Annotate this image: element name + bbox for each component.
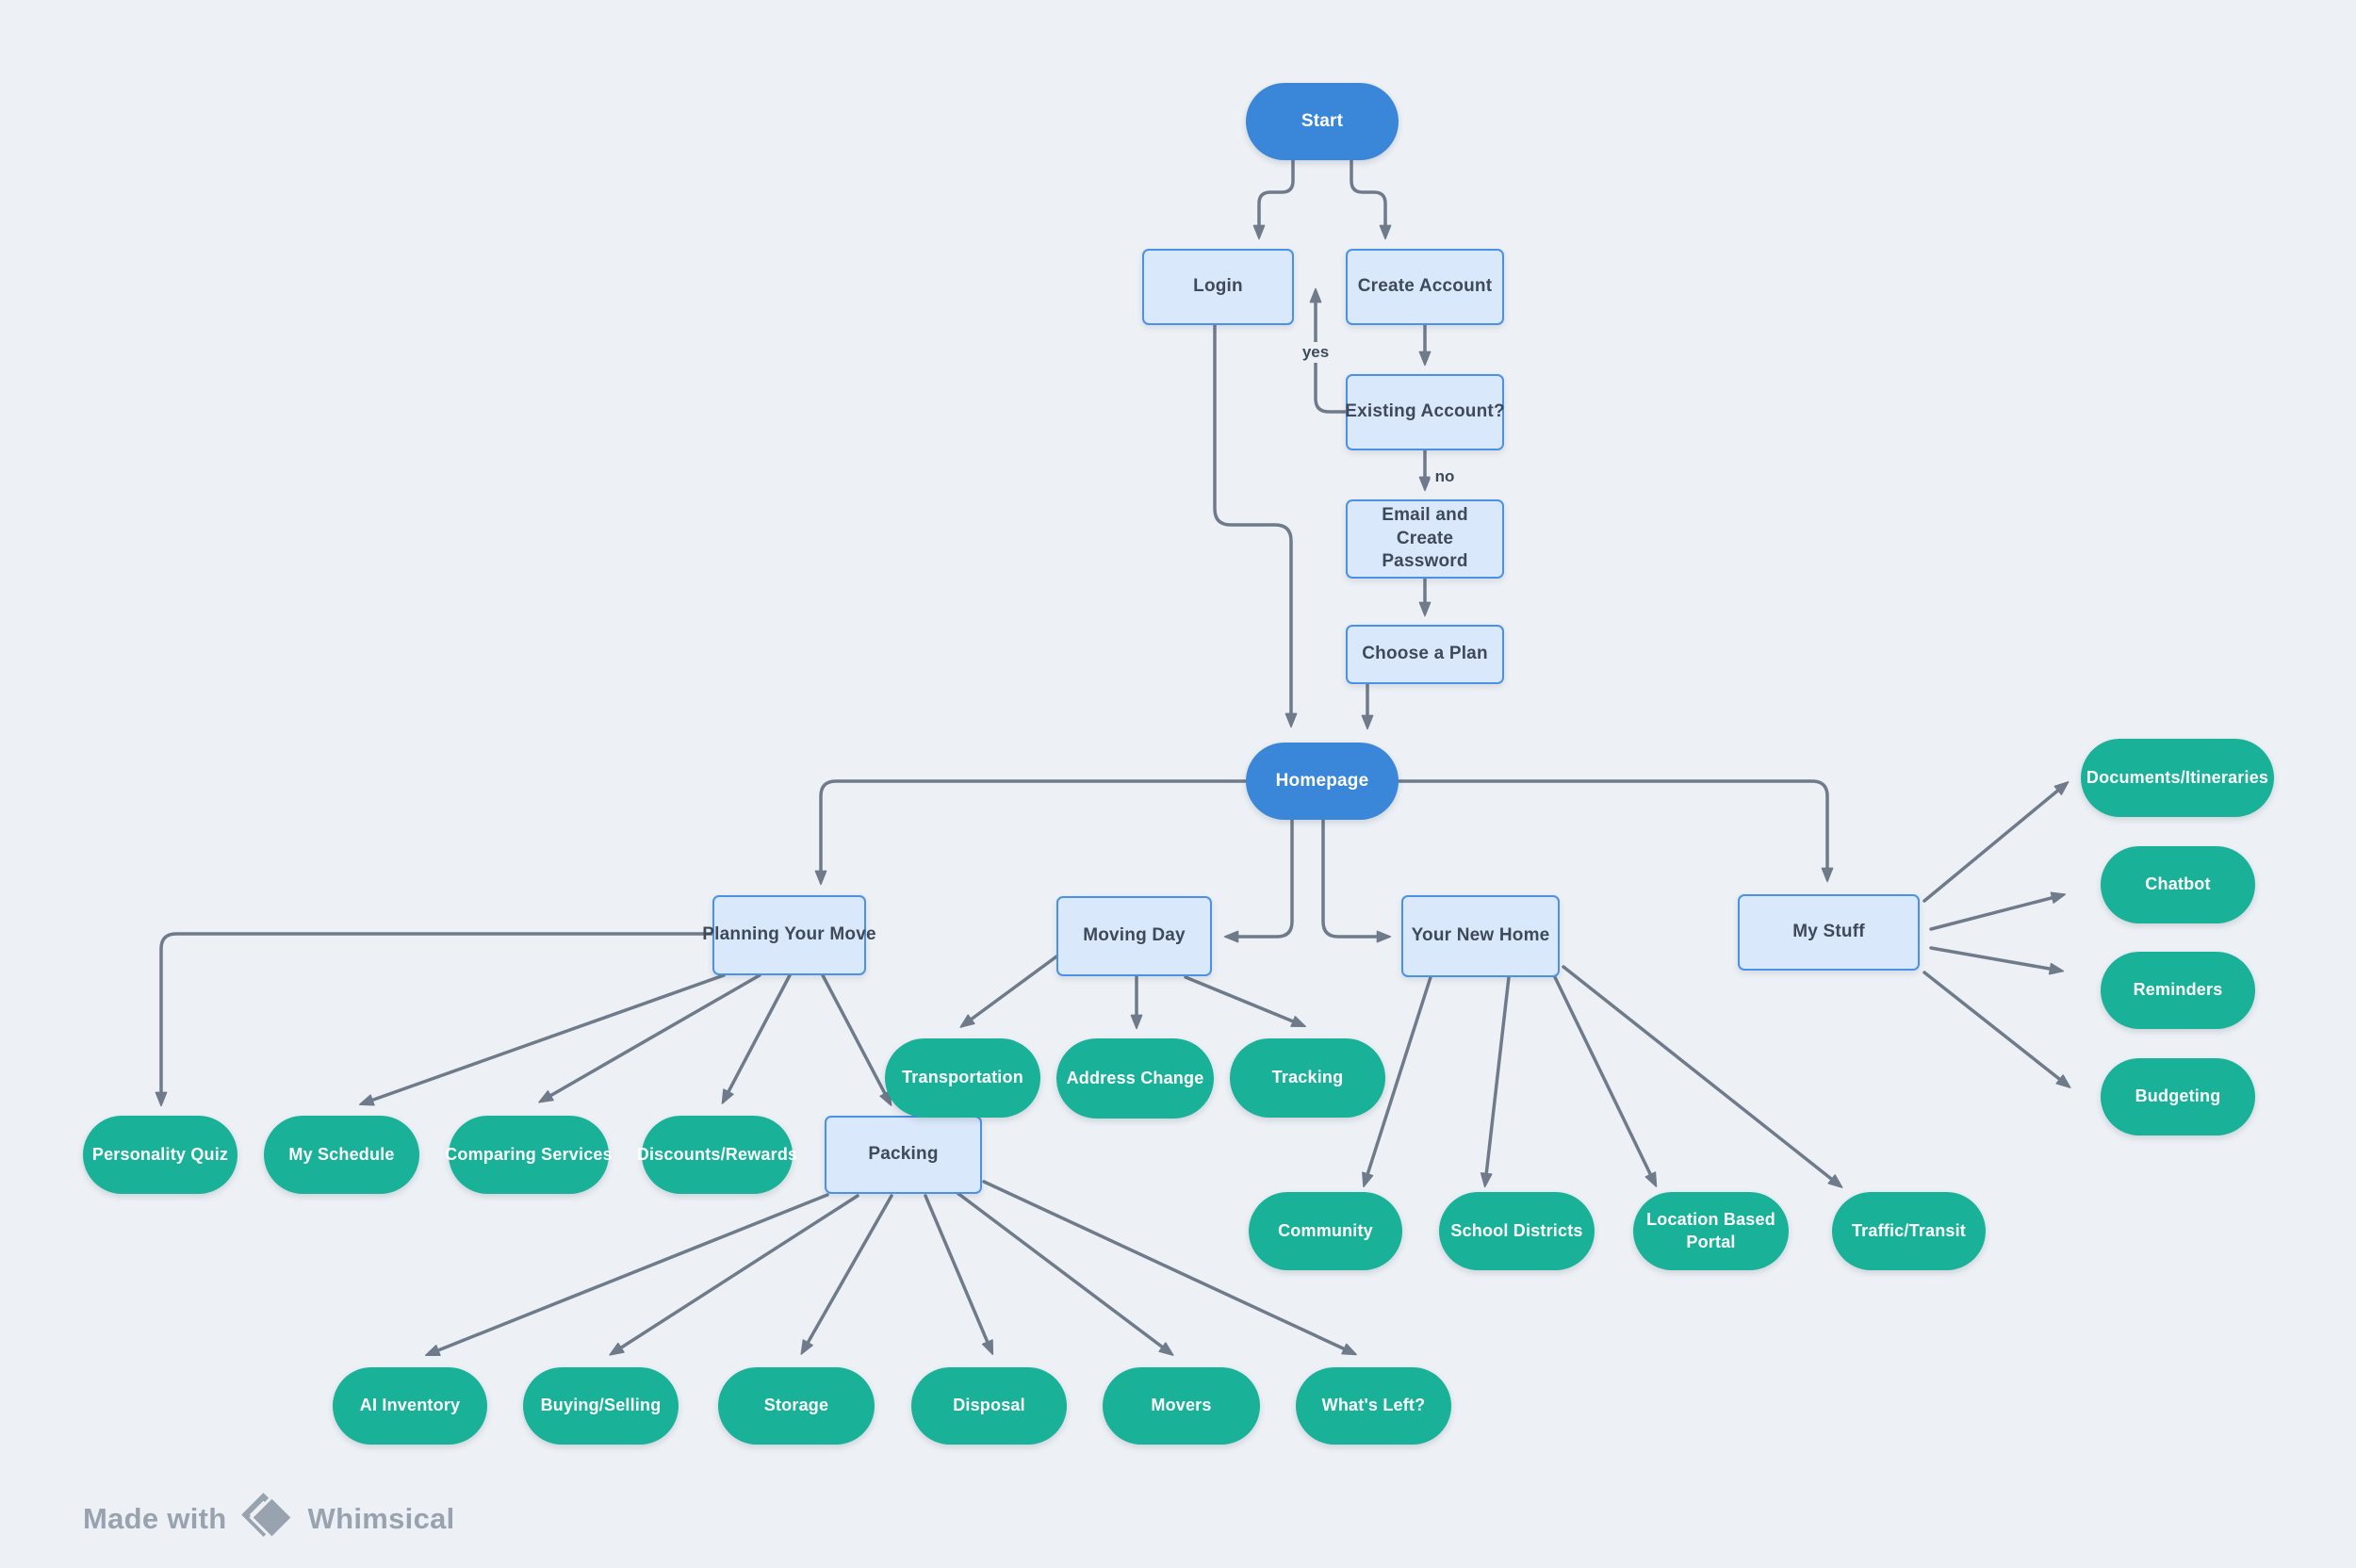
edge-your-new-home-traffic-transit <box>1562 965 1843 1188</box>
node-chatbot[interactable]: Chatbot <box>2101 846 2255 923</box>
edge-your-new-home-school-districts <box>1480 975 1511 1188</box>
edge-packing-whats-left <box>982 1180 1357 1356</box>
edge-start-login <box>1252 158 1295 240</box>
made-with-whimsical-badge[interactable]: Made with Whimsical <box>83 1490 455 1548</box>
node-ai-inventory[interactable]: AI Inventory <box>333 1367 487 1445</box>
node-packing[interactable]: Packing <box>825 1116 982 1194</box>
node-community[interactable]: Community <box>1249 1192 1402 1270</box>
edge-planning-packing <box>821 973 892 1106</box>
edge-homepage-moving-day <box>1223 818 1294 943</box>
edge-my-stuff-chatbot <box>1929 891 2067 931</box>
edge-my-stuff-documents <box>1922 781 2070 903</box>
node-movers[interactable]: Movers <box>1103 1367 1260 1445</box>
node-your-new-home[interactable]: Your New Home <box>1401 895 1560 977</box>
edge-packing-ai-inventory <box>425 1193 829 1357</box>
node-budgeting[interactable]: Budgeting <box>2101 1058 2255 1135</box>
node-create-account[interactable]: Create Account <box>1346 249 1504 325</box>
edge-start-create-account <box>1350 158 1392 240</box>
edge-planning-discounts-rewards <box>721 973 792 1104</box>
node-homepage[interactable]: Homepage <box>1246 743 1399 820</box>
edge-moving-day-tracking <box>1184 975 1306 1028</box>
edge-planning-personality-quiz <box>155 932 714 1107</box>
node-email-create-password[interactable]: Email and Create Password <box>1346 499 1504 579</box>
node-documents-itineraries[interactable]: Documents/Itineraries <box>2081 739 2274 817</box>
node-reminders[interactable]: Reminders <box>2101 952 2255 1029</box>
edge-your-new-home-community <box>1362 975 1432 1188</box>
edge-homepage-my-stuff <box>1397 779 1834 883</box>
edge-my-stuff-budgeting <box>1922 971 2071 1088</box>
node-whats-left[interactable]: What's Left? <box>1296 1367 1451 1445</box>
node-moving-day[interactable]: Moving Day <box>1056 896 1212 976</box>
node-login[interactable]: Login <box>1142 249 1294 325</box>
edge-label-no: no <box>1430 466 1460 487</box>
edge-packing-buying-selling <box>609 1194 859 1356</box>
edge-planning-my-schedule <box>358 973 726 1106</box>
node-planning-your-move[interactable]: Planning Your Move <box>702 895 876 975</box>
node-my-stuff[interactable]: My Stuff <box>1738 894 1920 971</box>
edge-packing-storage <box>800 1194 893 1355</box>
whimsical-logo-icon <box>240 1493 295 1541</box>
node-personality-quiz[interactable]: Personality Quiz <box>83 1116 237 1194</box>
node-my-schedule[interactable]: My Schedule <box>264 1116 419 1194</box>
node-buying-selling[interactable]: Buying/Selling <box>523 1367 679 1445</box>
edge-packing-disposal <box>924 1194 994 1355</box>
edge-packing-movers <box>956 1191 1174 1356</box>
made-with-label: Made with <box>83 1502 227 1535</box>
edge-login-homepage <box>1213 323 1298 728</box>
node-comparing-services[interactable]: Comparing Services <box>445 1116 613 1194</box>
node-start[interactable]: Start <box>1246 83 1399 160</box>
whimsical-brand-label: Whimsical <box>307 1502 455 1535</box>
node-traffic-transit[interactable]: Traffic/Transit <box>1832 1192 1986 1270</box>
node-location-based-portal[interactable]: Location Based Portal <box>1633 1192 1789 1270</box>
node-choose-plan[interactable]: Choose a Plan <box>1346 625 1504 684</box>
edge-homepage-your-new-home <box>1321 818 1392 943</box>
edge-existing-login-yes <box>1309 287 1348 414</box>
edge-label-yes: yes <box>1297 342 1334 363</box>
node-discounts-rewards[interactable]: Discounts/Rewards <box>637 1116 797 1194</box>
node-existing-account[interactable]: Existing Account? <box>1345 374 1505 450</box>
node-school-districts[interactable]: School Districts <box>1439 1192 1595 1270</box>
node-transportation[interactable]: Transportation <box>885 1038 1040 1118</box>
edge-planning-comparing-services <box>538 973 761 1103</box>
edge-homepage-planning <box>814 779 1248 886</box>
node-address-change[interactable]: Address Change <box>1056 1038 1214 1119</box>
node-tracking[interactable]: Tracking <box>1230 1038 1385 1118</box>
node-storage[interactable]: Storage <box>718 1367 875 1445</box>
edge-my-stuff-reminders <box>1929 946 2065 975</box>
edge-your-new-home-location-based-portal <box>1553 975 1658 1187</box>
edge-moving-day-transportation <box>959 950 1065 1028</box>
node-disposal[interactable]: Disposal <box>911 1367 1067 1445</box>
